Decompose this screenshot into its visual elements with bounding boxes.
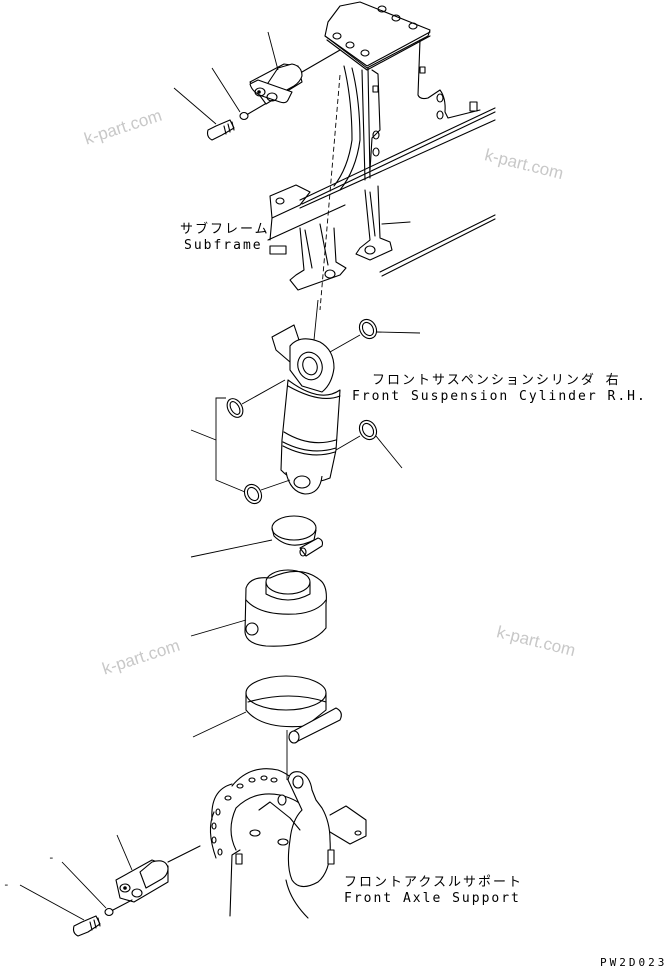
subframe-drawing bbox=[268, 2, 495, 310]
axle-support-drawing bbox=[210, 769, 366, 918]
lower-fastener-drawing bbox=[20, 835, 200, 936]
cylinder-label-jp: フロントサスペンションシリンダ 右 bbox=[372, 373, 621, 388]
boot-drawing bbox=[191, 570, 326, 646]
subframe-label-en: Subframe bbox=[184, 238, 263, 253]
subframe-label-jp: サブフレーム bbox=[180, 222, 270, 237]
small-clamp-drawing bbox=[191, 516, 323, 557]
cylinder-label: フロントサスペンションシリンダ 右 Front Suspension Cylin… bbox=[352, 373, 647, 405]
leader-mark-2: - bbox=[3, 878, 10, 891]
upper-fastener-drawing bbox=[174, 32, 340, 140]
subframe-label: サブフレーム Subframe bbox=[180, 222, 270, 254]
axle-support-label-en: Front Axle Support bbox=[344, 891, 521, 906]
leader-mark-1: - bbox=[48, 851, 55, 864]
axle-support-label-jp: フロントアクスルサポート bbox=[344, 875, 523, 890]
axle-support-label: フロントアクスルサポート Front Axle Support bbox=[344, 875, 523, 907]
cylinder-label-en: Front Suspension Cylinder R.H. bbox=[352, 389, 647, 404]
cylinder-drawing bbox=[191, 300, 420, 507]
large-clamp-drawing bbox=[193, 676, 341, 780]
drawing-code: PW2D023 bbox=[600, 956, 665, 969]
